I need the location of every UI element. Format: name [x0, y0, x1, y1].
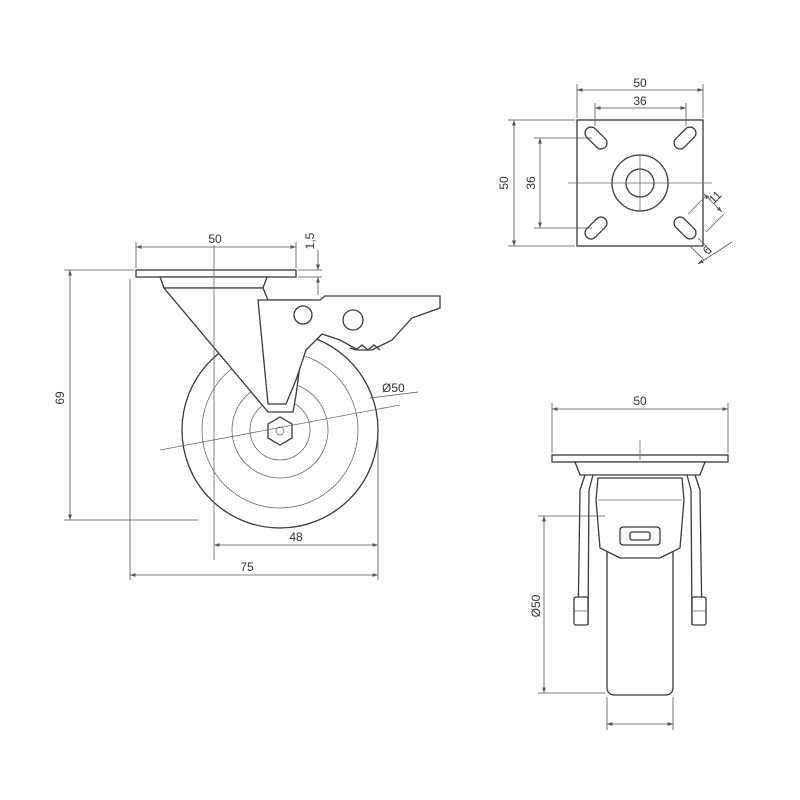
side-mounting-plate — [135, 269, 297, 278]
side-view: 50 1,5 Ø50 69 48 75 — [53, 232, 441, 580]
brake-pivot-hole-1 — [293, 305, 313, 325]
dim-plate-thickness: 1,5 — [303, 232, 317, 249]
mounting-slot-icon — [584, 126, 608, 150]
top-plate-view: 50 36 50 36 11 6 — [497, 76, 733, 265]
dim-hole-spacing-x: 36 — [633, 94, 647, 108]
dim-wheel-diameter-front: Ø50 — [529, 594, 543, 617]
dim-top-plate-width: 50 — [633, 76, 647, 90]
dim-slot-width: 6 — [700, 243, 715, 258]
brake-pivot-hole-2 — [342, 309, 364, 331]
brake-spring — [349, 344, 381, 351]
dim-wheel-diameter-side: Ø50 — [382, 381, 405, 395]
dim-hole-spacing-y: 36 — [524, 176, 538, 190]
dim-axle-offset: 48 — [289, 530, 303, 544]
dim-plate-width-side: 50 — [208, 232, 222, 246]
front-fork-right — [686, 474, 703, 626]
front-view: 50 Ø50 — [529, 394, 729, 730]
front-fork-left — [577, 474, 594, 626]
side-swivel-bearing — [159, 276, 268, 289]
front-brake-housing — [595, 477, 685, 559]
front-swivel-bearing — [574, 461, 706, 476]
dim-total-height: 69 — [53, 391, 67, 405]
dim-total-length: 75 — [240, 560, 254, 574]
dim-slot-length: 11 — [706, 188, 725, 207]
mounting-slot-icon — [673, 126, 697, 150]
dim-top-plate-height: 50 — [497, 176, 511, 190]
mounting-slot-icon — [673, 216, 697, 240]
mounting-slot-icon — [584, 216, 608, 240]
side-axle-nut-icon — [267, 416, 293, 446]
dim-front-plate-width: 50 — [633, 394, 647, 408]
